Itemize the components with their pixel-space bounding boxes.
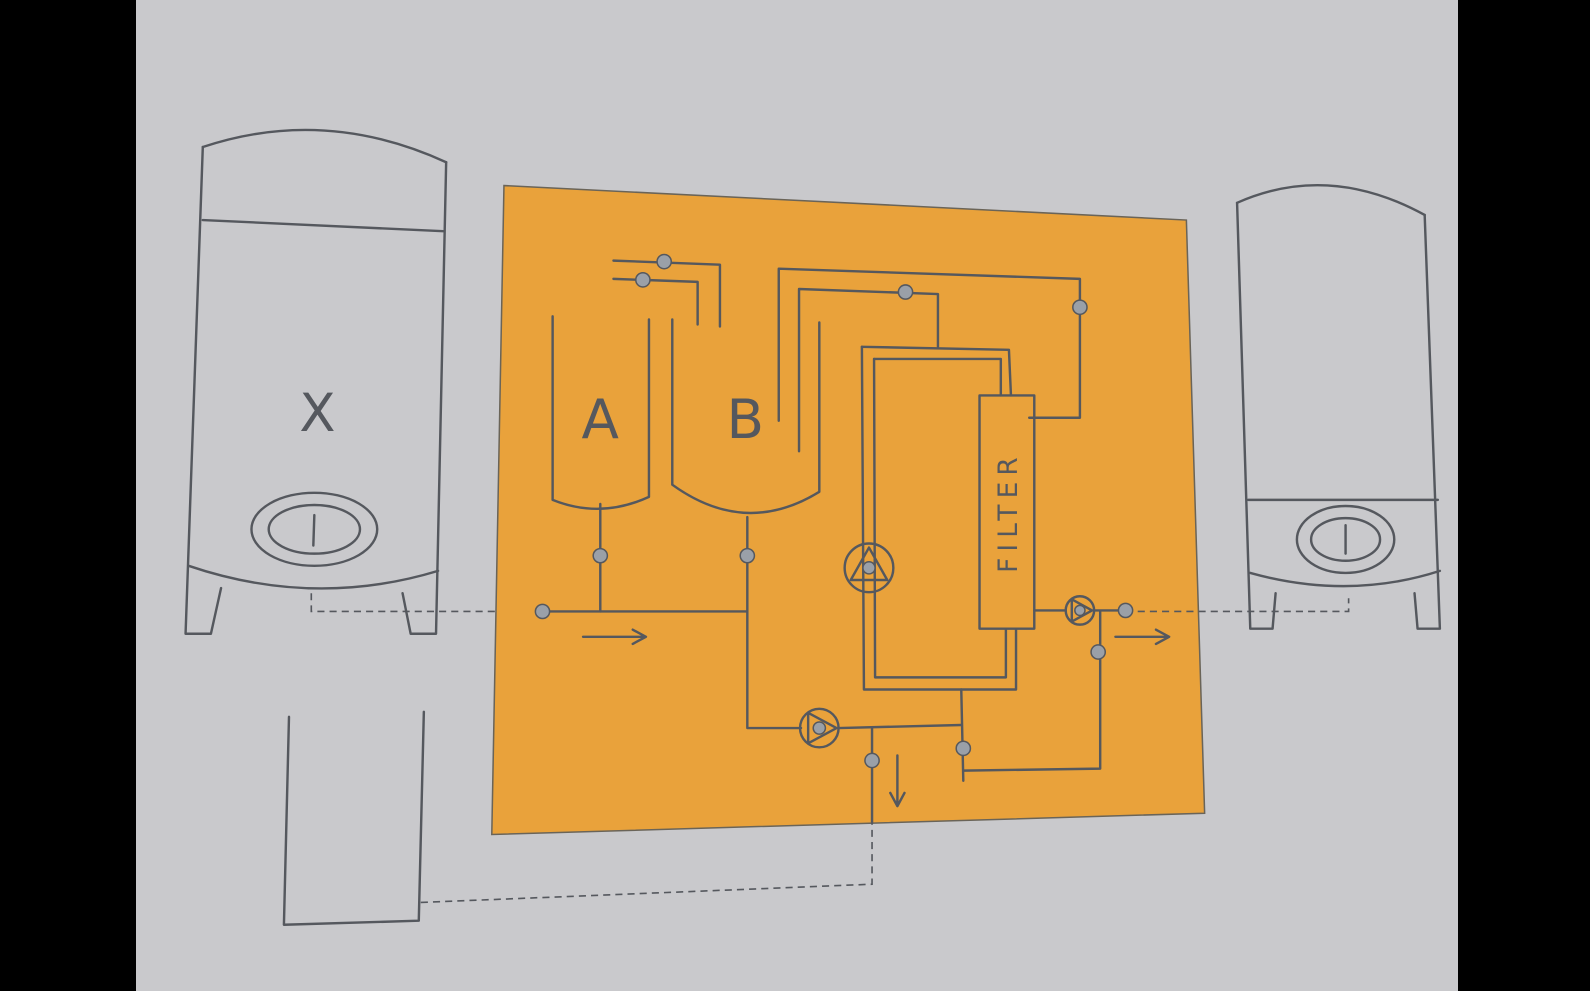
manway-icon bbox=[250, 491, 379, 568]
tank-b-label: B bbox=[727, 387, 765, 451]
valve-icon bbox=[897, 284, 914, 300]
valves bbox=[534, 253, 1134, 769]
valve-icon bbox=[1072, 299, 1088, 316]
inlet-dashed-line bbox=[310, 593, 543, 613]
flow-arrow-icon bbox=[581, 628, 648, 646]
waste-container bbox=[282, 710, 426, 926]
valve-icon bbox=[656, 253, 673, 270]
valve-icon bbox=[592, 547, 609, 564]
valve-icon bbox=[534, 603, 551, 620]
outlet-pump-icon bbox=[1064, 595, 1096, 626]
transfer-pump-icon bbox=[798, 707, 840, 749]
tank-a-label: A bbox=[582, 387, 619, 451]
source-tank-x: X bbox=[184, 128, 448, 635]
piping bbox=[541, 259, 1127, 825]
valve-icon bbox=[1090, 644, 1107, 660]
tank-b bbox=[671, 318, 821, 515]
valve-icon bbox=[864, 752, 880, 769]
valve-icon bbox=[635, 272, 651, 288]
treatment-unit-panel bbox=[491, 184, 1206, 836]
destination-tank bbox=[1235, 184, 1442, 630]
valve-icon bbox=[739, 547, 756, 564]
flow-arrow-icon bbox=[1114, 628, 1171, 646]
valve-icon bbox=[1117, 602, 1134, 619]
tank-x-label: X bbox=[299, 383, 335, 444]
valve-icon bbox=[955, 740, 972, 757]
circulation-pump-icon bbox=[843, 542, 895, 594]
drain-dashed-line bbox=[420, 823, 873, 904]
filter-unit bbox=[978, 394, 1036, 630]
drain-arrow-icon bbox=[889, 754, 906, 808]
outlet-dashed-line bbox=[1125, 598, 1350, 613]
filter-label: FILTER bbox=[994, 451, 1024, 573]
